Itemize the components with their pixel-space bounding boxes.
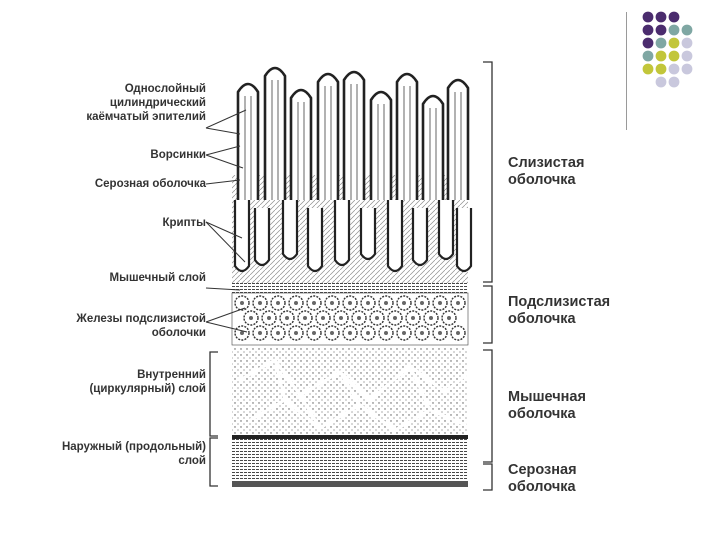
gland-lumen [420,331,424,335]
label-epithelium: Однослойный цилиндрический каёмчатый эпи… [46,82,206,124]
gland-lumen [267,316,271,320]
label-serosa: Серозная оболочка [508,462,618,496]
label-villi: Ворсинки [150,148,206,162]
crypt [388,200,402,271]
gland-lumen [420,301,424,305]
label-mucosa: Слизистая оболочка [508,155,608,189]
gland-lumen [366,331,370,335]
crypt [457,208,471,271]
gland-lumen [303,316,307,320]
gland-lumen [285,316,289,320]
label-crypts: Крипты [162,216,206,230]
villus [318,74,338,200]
gland-lumen [330,301,334,305]
crypt [335,200,349,265]
gland-lumen [348,331,352,335]
gland-lumen [339,316,343,320]
villus [397,74,417,200]
intermuscular-border [232,435,468,439]
gland-lumen [429,316,433,320]
gland-lumen [321,316,325,320]
villus [291,90,311,200]
gland-lumen [276,331,280,335]
villus [238,84,258,200]
gland-lumen [402,301,406,305]
crypt [283,200,297,259]
submucosa-layer [232,293,468,345]
label-submucosa: Подслизистая оболочка [508,294,638,328]
gland-lumen [294,331,298,335]
label-muscular-layer: Мышечный слой [106,271,206,285]
villus [371,92,391,200]
gland-lumen [456,331,460,335]
gland-lumen [411,316,415,320]
left-brackets [210,352,218,486]
crypt [413,208,427,265]
gland-lumen [294,301,298,305]
crypt [308,208,322,271]
gland-lumen [312,301,316,305]
villus [344,72,364,200]
mucosa-layer [232,68,471,283]
right-brackets [483,62,492,490]
serosa-edge [232,481,468,487]
crypt [439,200,453,259]
villus [265,68,285,200]
gland-lumen [258,301,262,305]
crypt [361,208,375,259]
gland-lumen [348,301,352,305]
villus [423,96,443,200]
gland-lumen [312,331,316,335]
gland-lumen [258,331,262,335]
gland-lumen [276,301,280,305]
gland-lumen [438,301,442,305]
gland-lumen [357,316,361,320]
gland-lumen [402,331,406,335]
muscularis-mucosae-band [232,283,468,293]
label-serous-membrane: Серозная оболочка [95,177,206,191]
villus [448,80,468,200]
gland-lumen [240,301,244,305]
gland-lumen [375,316,379,320]
label-muscularis: Мышечная оболочка [508,389,618,423]
label-submucosal-glands: Железы подслизистой оболочки [31,312,206,340]
outer-longitudinal-muscle [232,439,468,481]
gland-lumen [393,316,397,320]
gland-lumen [366,301,370,305]
gland-lumen [384,331,388,335]
crypt [255,208,269,265]
gland-lumen [249,316,253,320]
gland-lumen [456,301,460,305]
label-outer-longitudinal-layer: Наружный (продольный) слой [56,440,206,468]
inner-circular-muscle [232,347,468,435]
gland-lumen [384,301,388,305]
gland-lumen [447,316,451,320]
gland-lumen [330,331,334,335]
gland-lumen [438,331,442,335]
label-inner-circular-layer: Внутренний (циркулярный) слой [56,368,206,396]
